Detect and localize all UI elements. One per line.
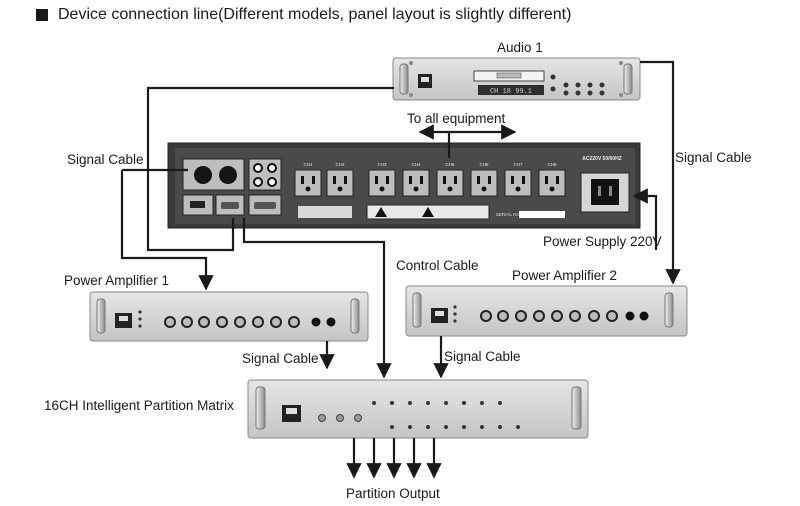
heading-bullet-icon — [36, 9, 48, 21]
audio-1-label: Audio 1 — [497, 40, 543, 55]
signal-cable-right-label: Signal Cable — [675, 150, 752, 165]
audio-to-rear-signal-line — [146, 86, 394, 252]
outlet-label: CH8 — [547, 162, 556, 167]
audio-display-text: CH 18 99.1 — [490, 88, 532, 96]
power-amplifier-2-device — [405, 285, 688, 337]
control-cable-line — [242, 218, 392, 379]
outlet-label: CH6 — [479, 162, 488, 167]
outlet-label: CH2 — [335, 162, 344, 167]
power-supply-line — [632, 188, 658, 250]
to-all-equipment-label: To all equipment — [407, 111, 506, 126]
outlet-label: CH5 — [445, 162, 454, 167]
control-cable-label: Control Cable — [396, 258, 479, 273]
signal-cable-left-label: Signal Cable — [67, 152, 144, 167]
rear-ac-outlets — [294, 169, 566, 197]
audio-power-switch — [418, 74, 432, 88]
partition-output-label: Partition Output — [346, 486, 440, 501]
heading-text: Device connection line(Different models,… — [58, 6, 572, 23]
signal-cable-amp2-label: Signal Cable — [444, 349, 521, 364]
rear-to-amp1-signal-line — [120, 170, 214, 291]
ac-label: AC220V 50/60HZ — [582, 156, 621, 162]
power-amplifier-1-label: Power Amplifier 1 — [64, 273, 170, 288]
serial-label: SERIAL NO. — [496, 212, 521, 217]
diagram-heading: Device connection line(Different models,… — [36, 4, 571, 26]
outlet-label: CH1 — [303, 162, 312, 167]
rear-panel-device: CH1 CH2 CH3 CH4 CH5 CH6 CH7 CH8 SERIAL N… — [167, 142, 641, 229]
power-supply-label: Power Supply 220V — [543, 234, 662, 249]
rca-output-block — [248, 158, 282, 191]
matrix-label: 16CH Intelligent Partition Matrix — [44, 398, 234, 413]
audio-to-amp2-signal-line — [640, 60, 681, 285]
audio-display — [478, 85, 544, 95]
connection-lines — [120, 60, 681, 479]
outlet-label: CH3 — [377, 162, 386, 167]
signal-cable-amp1-label: Signal Cable — [242, 351, 319, 366]
outlet-label: CH4 — [411, 162, 420, 167]
outlet-label: CH7 — [513, 162, 522, 167]
partition-matrix-device — [247, 379, 589, 439]
power-amplifier-2-label: Power Amplifier 2 — [512, 268, 618, 283]
power-amplifier-1-device — [89, 291, 369, 342]
audio-1-device: CH 18 99.1 — [392, 57, 641, 101]
